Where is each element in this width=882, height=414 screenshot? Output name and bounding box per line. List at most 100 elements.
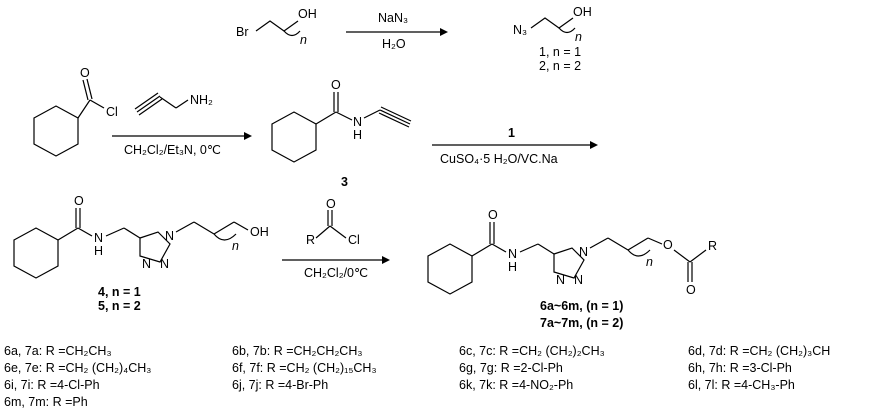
legend-item: 6i, 7i: R =4-Cl-Ph bbox=[4, 378, 100, 392]
pr-cr-bond bbox=[689, 249, 707, 263]
pr-repeat-bracket bbox=[627, 249, 651, 257]
azidoalcohol-n: n bbox=[575, 30, 582, 44]
reaction-3-conditions: CuSO₄·5 H₂O/VC.Na bbox=[440, 152, 558, 166]
reaction-3-arrowhead bbox=[590, 141, 598, 149]
alkyne-3 bbox=[378, 112, 410, 128]
acyl-o-top: O bbox=[326, 197, 336, 211]
products-6-label: 6a~6m, (n = 1) bbox=[540, 299, 623, 313]
azidoalcohol-chain bbox=[530, 17, 574, 29]
pr-n1-label: N bbox=[579, 245, 588, 259]
propargyl-cn bbox=[175, 99, 189, 109]
pr-n2-label: N bbox=[574, 273, 583, 287]
tz-ch2-ring bbox=[123, 227, 141, 239]
bromo-label: Br bbox=[236, 25, 249, 39]
legend-item: 6a, 7a: R =CH₂CH₃ bbox=[4, 344, 112, 358]
tz-amide-c bbox=[57, 227, 79, 241]
tz-n2-label: N bbox=[160, 257, 169, 271]
amide-n-ch2 bbox=[363, 109, 381, 119]
compound-5-label: 5, n = 2 bbox=[98, 299, 141, 313]
pr-n-label: n bbox=[646, 255, 653, 269]
acyl-cl-label: Cl bbox=[106, 105, 118, 119]
propargyl-triple-2 bbox=[138, 98, 163, 116]
cyclohexane-ring-d bbox=[427, 243, 473, 295]
pr-ch2-ring bbox=[537, 243, 555, 255]
propargyl-triple-1 bbox=[136, 95, 161, 113]
tz-n-label: n bbox=[232, 239, 239, 253]
amide-c-bond bbox=[315, 111, 337, 125]
tz-amide-h-label: H bbox=[94, 244, 103, 258]
cyclohexane-ring-b bbox=[271, 111, 317, 163]
acyl-ccl bbox=[329, 225, 347, 239]
tz-n1-label: N bbox=[165, 229, 174, 243]
amide-n-label: N bbox=[353, 115, 362, 129]
legend-item: 6h, 7h: R =3-Cl-Ph bbox=[688, 361, 792, 375]
alkyne-2 bbox=[380, 106, 412, 122]
compound-1-label: 1, n = 1 bbox=[539, 45, 581, 59]
acyl-c-bond bbox=[77, 99, 91, 119]
pr-n3-label: N bbox=[556, 273, 565, 287]
reaction-4-conditions: CH₂Cl₂/0℃ bbox=[304, 266, 368, 280]
cyclohexane-ring-a bbox=[33, 105, 79, 157]
reaction-3-reagent: 1 bbox=[508, 126, 515, 140]
tz-amide-n-label: N bbox=[94, 231, 103, 245]
acyl-rc-bond bbox=[315, 225, 331, 239]
legend-item: 6l, 7l: R =4-CH₃-Ph bbox=[688, 378, 795, 392]
legend-item: 6j, 7j: R =4-Br-Ph bbox=[232, 378, 328, 392]
tz-chain-4 bbox=[233, 221, 249, 231]
substituent-legend: 6a, 7a: R =CH₂CH₃ 6b, 7b: R =CH₂CH₂CH₃ 6… bbox=[4, 344, 830, 409]
reaction-1-solvent: H₂O bbox=[382, 37, 406, 51]
legend-item: 6g, 7g: R =2-Cl-Ph bbox=[459, 361, 563, 375]
pr-amide-n-label: N bbox=[508, 247, 517, 261]
azide-label: N₃ bbox=[513, 23, 527, 37]
pr-amide-h-label: H bbox=[508, 260, 517, 274]
legend-item: 6b, 7b: R =CH₂CH₂CH₃ bbox=[232, 344, 362, 358]
products-7-label: 7a~7m, (n = 2) bbox=[540, 316, 623, 330]
acyl-co-bond-2 bbox=[86, 78, 93, 100]
reaction-2: O Cl NH₂ CH₂Cl₂/Et₃N, 0℃ O N H 3 1 CuSO₄… bbox=[33, 66, 598, 189]
bromoalcohol-oh: OH bbox=[298, 7, 317, 21]
bromoalcohol-repeat-bracket bbox=[283, 30, 301, 37]
cyclohexane-ring-c bbox=[13, 227, 59, 279]
triazole-ring-a bbox=[139, 231, 171, 263]
reaction-2-conditions: CH₂Cl₂/Et₃N, 0℃ bbox=[124, 143, 221, 157]
legend-item: 6c, 7c: R =CH₂ (CH₂)₂CH₃ bbox=[459, 344, 605, 358]
legend-item: 6d, 7d: R =CH₂ (CH₂)₃CH bbox=[688, 344, 830, 358]
tz-chain-3 bbox=[213, 221, 235, 235]
reaction-2-arrowhead bbox=[244, 132, 252, 140]
bromoalcohol-chain bbox=[255, 20, 299, 32]
pr-ester-o-label: O bbox=[663, 238, 673, 252]
legend-item: 6e, 7e: R =CH₂ (CH₂)₄CH₃ bbox=[4, 361, 151, 375]
pr-amide-c bbox=[471, 243, 493, 257]
bromoalcohol-n: n bbox=[300, 33, 307, 47]
amide-o-label: O bbox=[331, 78, 341, 92]
tz-n-ch2 bbox=[105, 227, 125, 237]
compound-3-label: 3 bbox=[341, 175, 348, 189]
propargyl-ch2 bbox=[159, 96, 177, 109]
pr-r-label: R bbox=[708, 239, 717, 253]
pr-n-ch2 bbox=[519, 243, 539, 253]
reaction-4-arrowhead bbox=[382, 256, 390, 264]
reaction-1: Br OH n NaN₃ H₂O N₃ OH n 1, n = 1 2, n =… bbox=[236, 5, 592, 73]
pr-chain-o bbox=[647, 237, 663, 245]
compound-2-label: 2, n = 2 bbox=[539, 59, 581, 73]
tz-n3-label: N bbox=[142, 257, 151, 271]
azidoalcohol-oh: OH bbox=[573, 5, 592, 19]
compound-4-label: 4, n = 1 bbox=[98, 285, 141, 299]
azidoalcohol-repeat-bracket bbox=[558, 27, 576, 34]
reaction-4: O N H N N N O H n 4, n = 1 5, n = 2 R O C… bbox=[13, 194, 717, 330]
amide-cn bbox=[335, 111, 353, 121]
pr-amide-o-label: O bbox=[488, 208, 498, 222]
propargyl-nh2: NH₂ bbox=[190, 93, 213, 107]
acyl-ccl-bond bbox=[89, 99, 105, 109]
legend-item: 6m, 7m: R =Ph bbox=[4, 395, 88, 409]
triazole-ring-b bbox=[553, 247, 585, 279]
reaction-1-reagent: NaN₃ bbox=[378, 11, 408, 25]
propargyl-triple-3 bbox=[134, 92, 159, 110]
acyl-cl-top: Cl bbox=[348, 233, 360, 247]
acyl-o-label: O bbox=[80, 66, 90, 80]
tz-amide-o-label: O bbox=[74, 194, 84, 208]
pr-amide-cn bbox=[491, 243, 507, 253]
tz-chain-2 bbox=[193, 221, 215, 235]
